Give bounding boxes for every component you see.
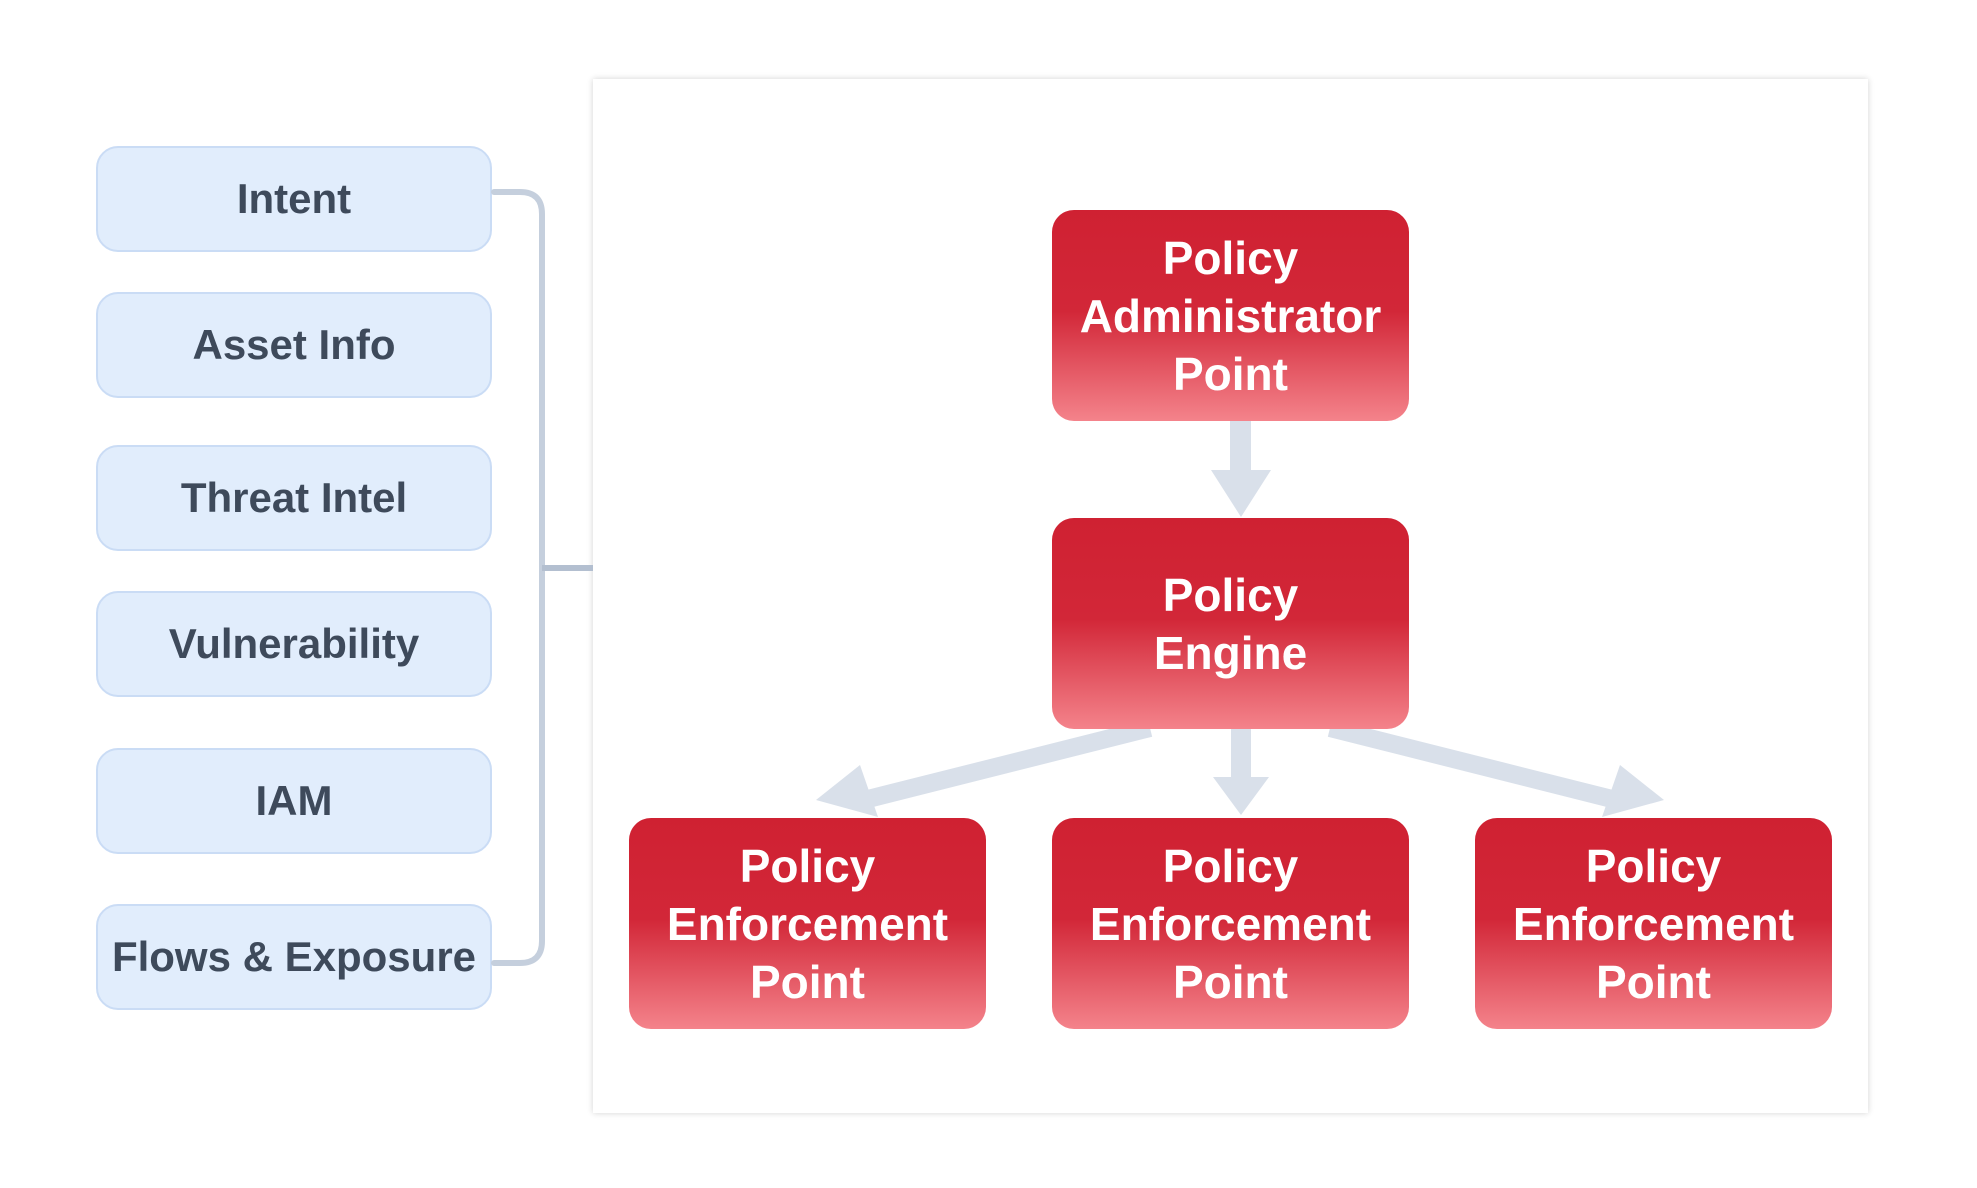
policy-enforcement-point-node-center: Policy Enforcement Point xyxy=(1052,818,1409,1029)
pep-right-label-line2: Enforcement xyxy=(1512,897,1795,950)
pep-center-label-line2: Enforcement xyxy=(1089,897,1372,950)
arrow-pap-to-pe xyxy=(1211,419,1271,517)
arrow-pe-to-pep-left-head xyxy=(816,765,878,817)
pep-right-label-line3: Point xyxy=(1596,955,1711,1008)
input-threat-intel: Threat Intel xyxy=(96,445,492,551)
policy-administrator-point-node: Policy Administrator Point xyxy=(1052,210,1409,421)
arrow-pe-to-pep-left-shaft xyxy=(865,719,1153,808)
input-bracket xyxy=(491,189,545,966)
arrow-pe-to-pep-right-shaft xyxy=(1327,719,1615,808)
pe-label-line1: Policy xyxy=(1162,568,1299,621)
pep-center-label-line1: Policy xyxy=(1162,839,1299,892)
pep-left-label-line3: Point xyxy=(750,955,865,1008)
pap-label-line1: Policy xyxy=(1162,231,1299,284)
pap-label-line3: Point xyxy=(1173,347,1288,400)
pep-left-label-line2: Enforcement xyxy=(666,897,949,950)
pep-left-label-line1: Policy xyxy=(739,839,876,892)
pep-right-label-line1: Policy xyxy=(1585,839,1722,892)
policy-enforcement-point-node-left: Policy Enforcement Point xyxy=(629,818,986,1029)
policy-enforcement-point-node-right: Policy Enforcement Point xyxy=(1475,818,1832,1029)
policy-engine-node: Policy Engine xyxy=(1052,518,1409,729)
input-vulnerability: Vulnerability xyxy=(96,591,492,697)
input-flows-exposure: Flows & Exposure xyxy=(96,904,492,1010)
arrow-pe-to-pep-center xyxy=(1213,728,1269,815)
pep-center-label-line3: Point xyxy=(1173,955,1288,1008)
arrow-pe-to-pep-right-head xyxy=(1602,765,1664,817)
input-intent: Intent xyxy=(96,146,492,252)
input-asset-info: Asset Info xyxy=(96,292,492,398)
pap-label-line2: Administrator xyxy=(1079,289,1382,342)
pe-label-line2: Engine xyxy=(1153,626,1308,679)
input-iam: IAM xyxy=(96,748,492,854)
